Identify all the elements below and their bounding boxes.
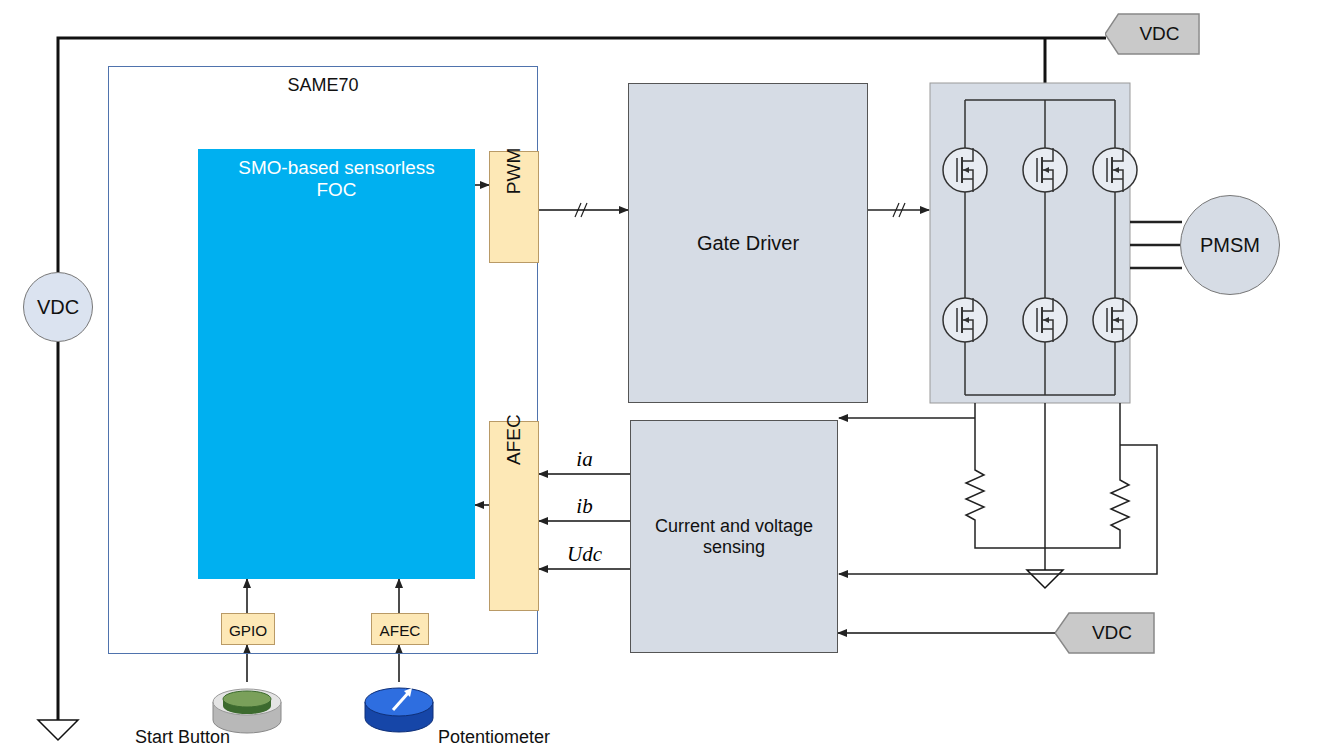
sense-wire: [839, 417, 975, 419]
supply-tag: VDC: [1055, 612, 1155, 654]
connector: [246, 645, 248, 682]
connector: [539, 209, 628, 211]
signal-label: ia: [574, 448, 594, 471]
connector: [838, 632, 1055, 634]
node-label: PWM: [503, 147, 525, 195]
connector: [539, 520, 630, 522]
inverter-panel: [930, 83, 1130, 403]
node-label: SAME70: [109, 75, 537, 96]
node-label: VDC: [1078, 622, 1132, 644]
node-label: VDC: [1125, 23, 1179, 45]
node-label: VDC: [37, 296, 79, 319]
supply-tag: VDC: [1105, 13, 1200, 55]
motor-circle: PMSM: [1180, 195, 1280, 295]
node-label: PMSM: [1200, 234, 1260, 257]
peripheral-box: PWM: [489, 151, 539, 263]
connector: [539, 568, 630, 570]
ground-wire: [57, 342, 60, 720]
bus-mark: [893, 203, 905, 217]
peripheral-box: AFEC: [371, 613, 429, 645]
node-label: Gate Driver: [697, 232, 799, 255]
node-label: AFEC: [372, 622, 428, 640]
node-label: Current and voltage sensing: [631, 516, 837, 557]
connector: [398, 645, 400, 682]
connector: [398, 579, 400, 613]
phase-wires: [1130, 222, 1182, 268]
node-label: Potentiometer: [438, 727, 550, 748]
peripheral-box: AFEC: [489, 421, 539, 611]
connector: [475, 184, 489, 186]
node-label: GPIO: [222, 622, 274, 640]
sense-wire: [839, 445, 1157, 574]
inverter-legs: [965, 100, 1115, 395]
node-label: AFEC: [503, 417, 525, 465]
sensing-box: Current and voltage sensing: [630, 420, 838, 653]
mosfet-symbols: [943, 148, 1137, 342]
mcu-box: SAME70SMO-based sensorless FOC PWM AFEC GPI…: [108, 66, 538, 654]
ground-symbol: [1027, 570, 1063, 588]
connector: [475, 504, 489, 506]
connector: [539, 473, 630, 475]
knob-illustration: [363, 682, 435, 736]
connector: [246, 579, 248, 613]
button-icon: Start Button: [130, 682, 305, 748]
shunt-resistors: [966, 403, 1129, 570]
gate-signal-arrow: [868, 209, 929, 211]
peripheral-box: GPIO: [221, 613, 275, 645]
signal-label: ib: [574, 495, 594, 518]
ground-symbol: [38, 720, 78, 740]
potentiometer-icon: Potentiometer: [360, 682, 560, 748]
algorithm-box: SMO-based sensorless FOC: [198, 149, 475, 579]
driver-box: Gate Driver: [628, 83, 868, 403]
node-label: Start Button: [135, 727, 230, 748]
source-circle: VDC: [23, 272, 93, 342]
node-label: SMO-based sensorless FOC: [198, 157, 475, 200]
signal-label: Udc: [565, 543, 604, 566]
